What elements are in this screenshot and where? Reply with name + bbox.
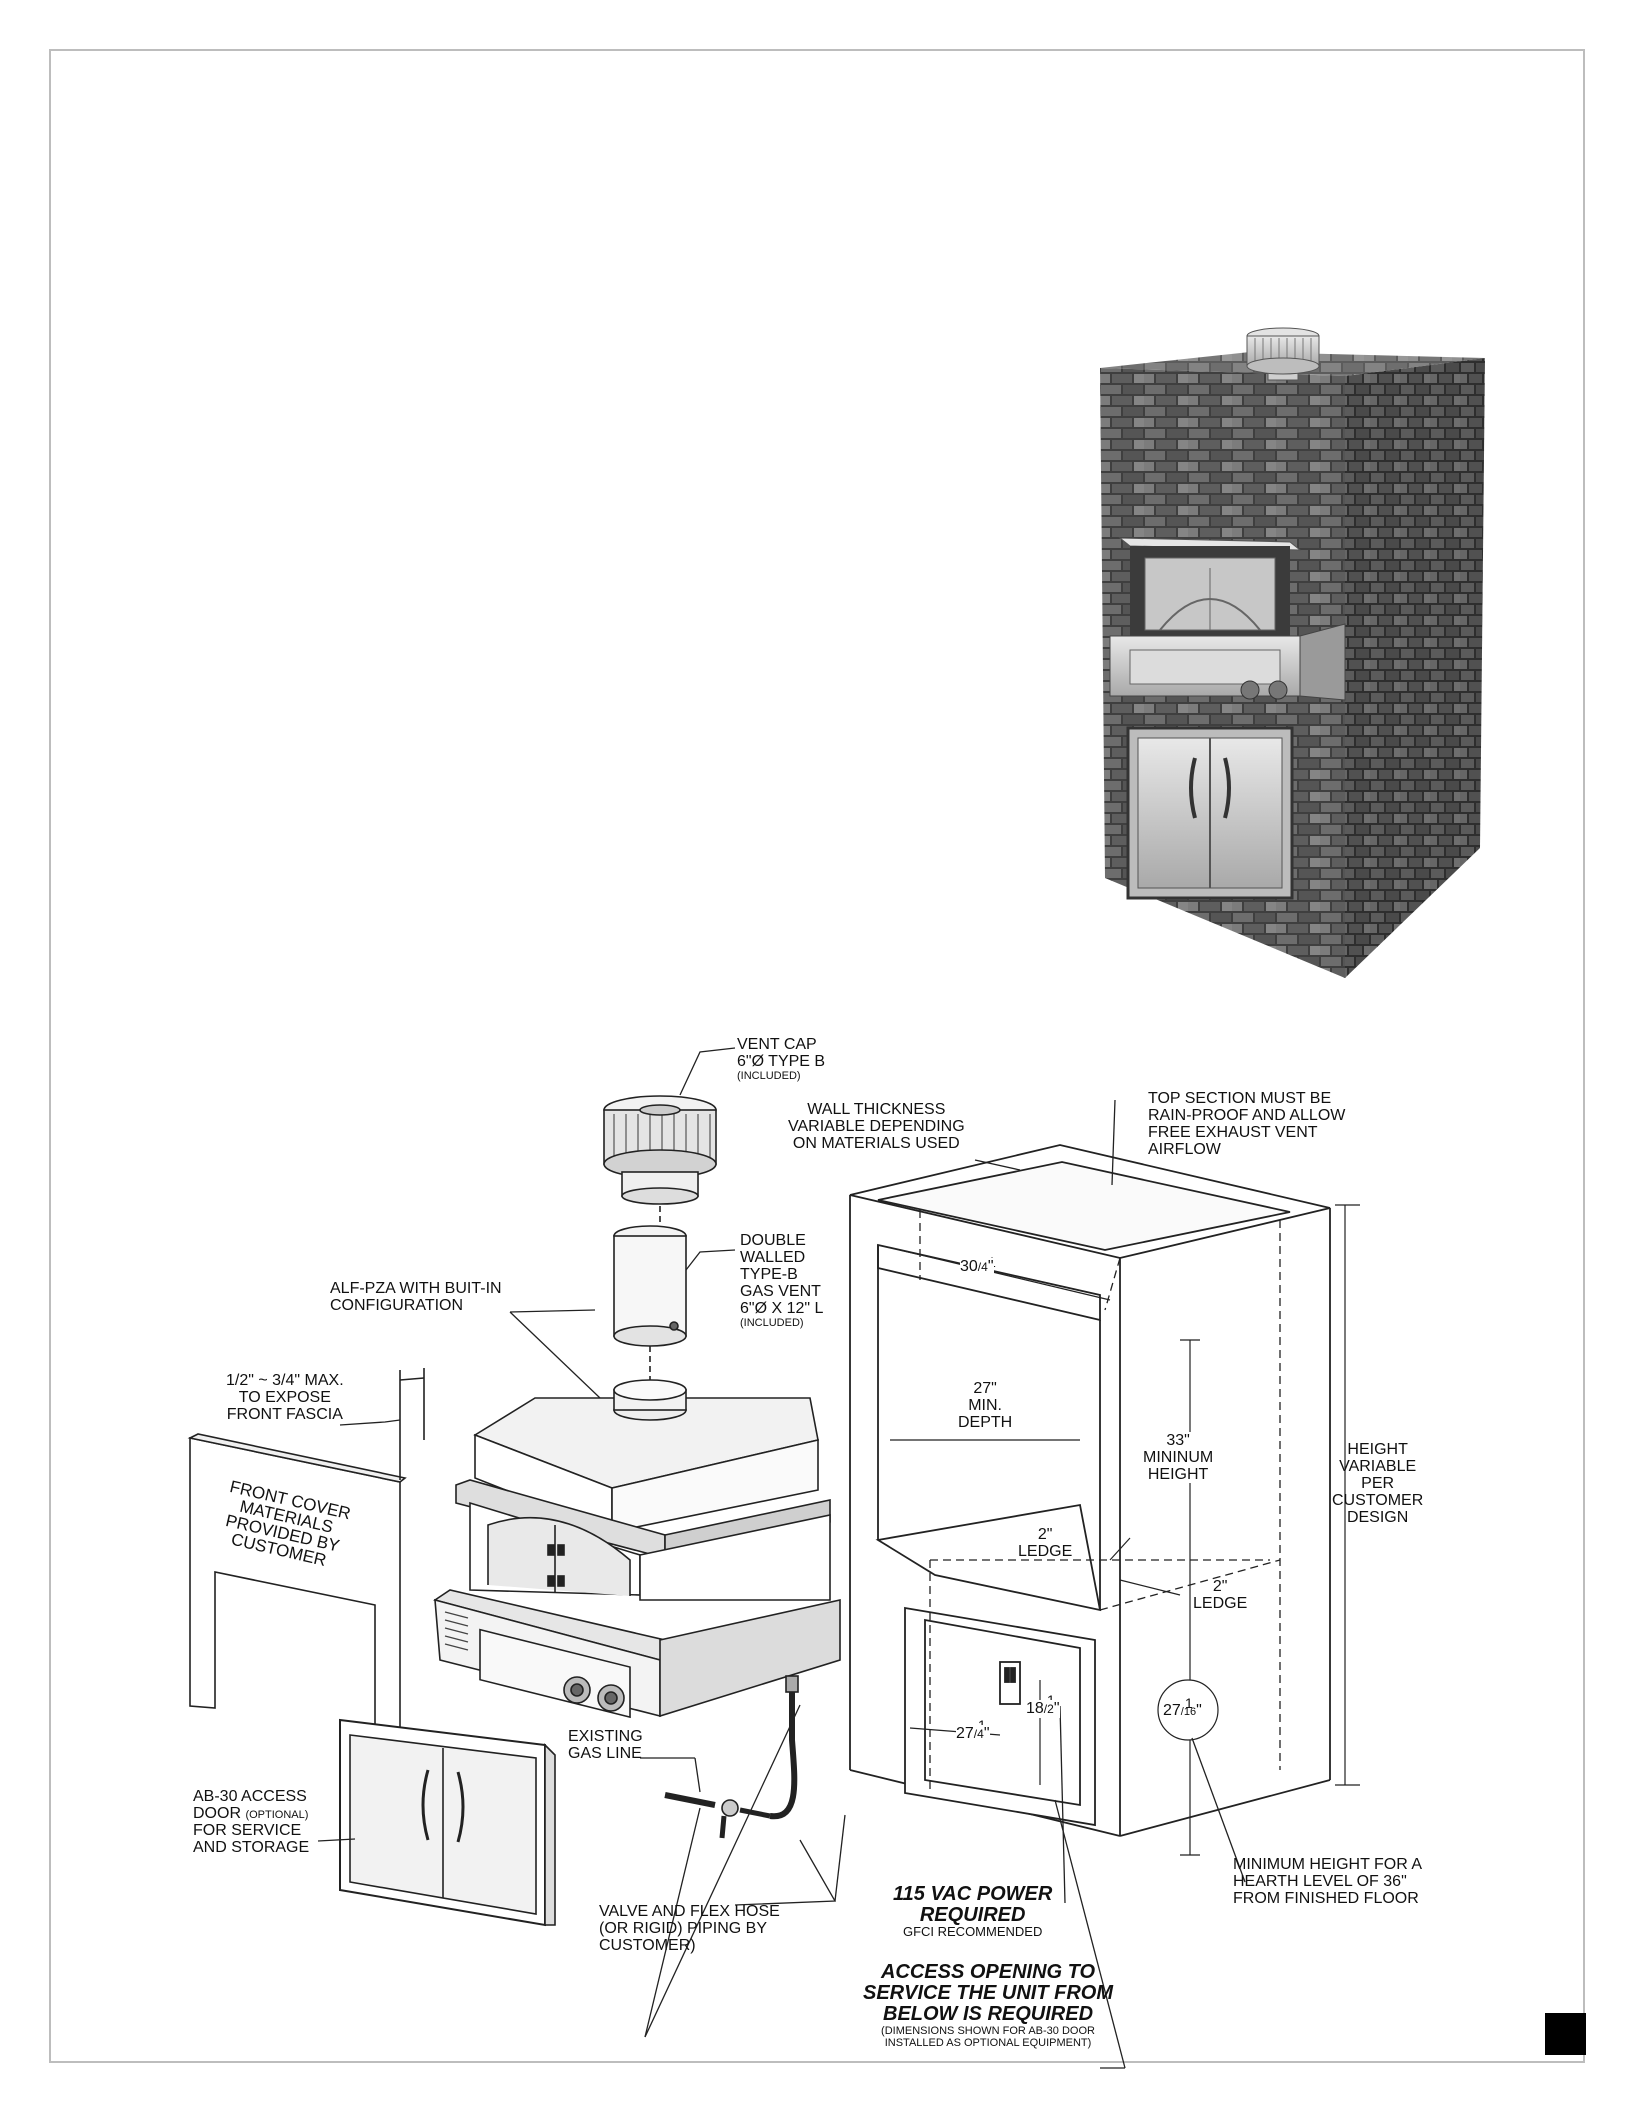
dim-opening-width: 27/4": [956, 1725, 990, 1743]
vent-cap-icon: [603, 1095, 717, 1205]
label-access-opening: ACCESS OPENING TO SERVICE THE UNIT FROM …: [863, 1961, 1114, 2050]
label-height-variable: HEIGHT VARIABLE PER CUSTOMER DESIGN: [1332, 1441, 1424, 1526]
label-ledge-lower: 2" LEDGE: [1193, 1578, 1248, 1612]
dim-circle: 27/16": [1163, 1702, 1202, 1719]
label-power: 115 VAC POWER REQUIRED GFCI RECOMMENDED: [893, 1883, 1053, 1939]
label-fascia-gap: 1/2" ~ 3/4" MAX. TO EXPOSE FRONT FASCIA: [226, 1372, 344, 1423]
enclosure-wireframe-icon: [849, 1144, 1331, 1837]
dim-circle-num: 1: [1185, 1695, 1193, 1711]
page-marker: [1545, 2013, 1586, 2055]
label-valve-flex: VALVE AND FLEX HOSE (OR RIGID) PIPING BY…: [599, 1903, 780, 1954]
label-vent-cap: VENT CAP 6"Ø TYPE B (INCLUDED): [737, 1036, 826, 1082]
dim-opening-height: 18/2": [1026, 1700, 1060, 1718]
label-hearth-level: MINIMUM HEIGHT FOR A HEARTH LEVEL OF 36"…: [1233, 1856, 1423, 1907]
label-min-height: 33" MININUM HEIGHT: [1143, 1432, 1214, 1483]
gas-vent-pipe-icon: [613, 1225, 687, 1347]
label-ledge-upper: 2" LEDGE: [1018, 1526, 1073, 1560]
front-cover-panel-icon: [187, 1433, 407, 1861]
page-frame: [49, 49, 1585, 2063]
label-top-section: TOP SECTION MUST BE RAIN-PROOF AND ALLOW…: [1148, 1090, 1346, 1158]
dim-width-top: 30/4": [960, 1258, 994, 1276]
label-alf-pza: ALF-PZA WITH BUIT-IN CONFIGURATION: [330, 1280, 502, 1314]
label-min-depth: 27" MIN. DEPTH: [958, 1380, 1013, 1431]
access-door-icon: [339, 1718, 556, 1927]
pizza-oven-icon: [433, 1379, 841, 1719]
label-wall-thickness: WALL THICKNESS VARIABLE DEPENDING ON MAT…: [788, 1101, 965, 1152]
label-gas-vent: DOUBLE WALLED TYPE-B GAS VENT 6"Ø x 12" …: [740, 1232, 824, 1329]
brick-enclosure-render: [1100, 327, 1485, 978]
label-access-door: AB-30 ACCESS DOOR (OPTIONAL) FOR SERVICE…: [193, 1788, 310, 1856]
gas-valve-icon: [664, 1675, 799, 1839]
label-existing-gas-line: EXISTING GAS LINE: [568, 1728, 643, 1762]
